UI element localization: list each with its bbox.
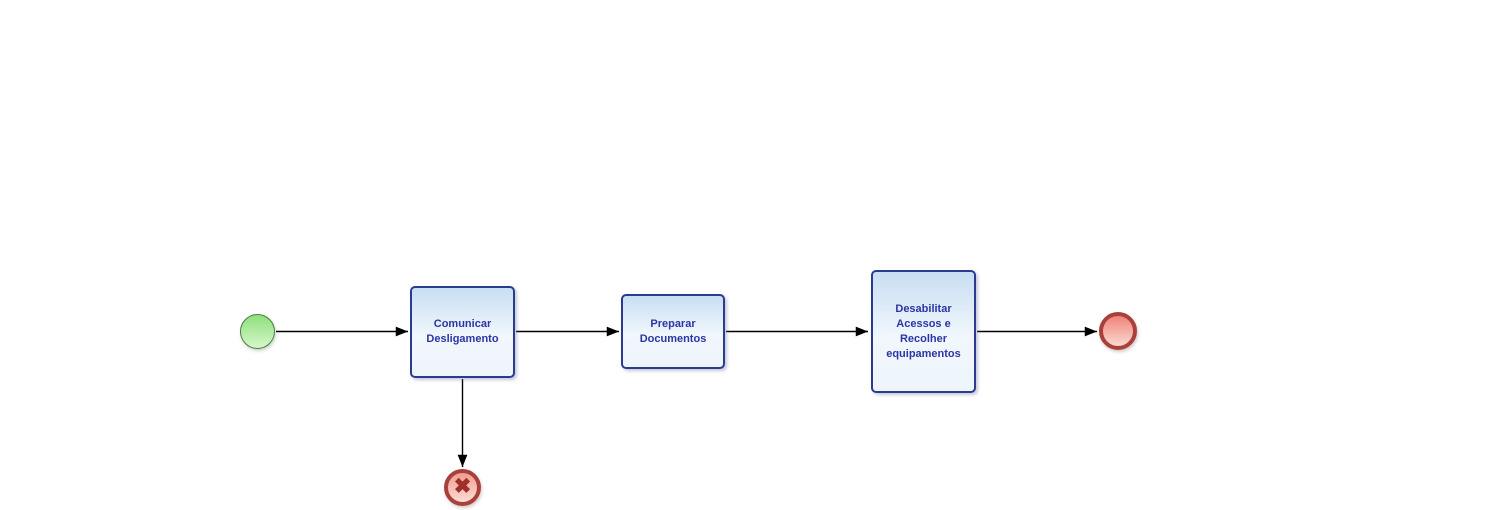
task-label: Comunicar Desligamento xyxy=(426,318,499,345)
end-event[interactable] xyxy=(1099,312,1137,350)
start-event[interactable] xyxy=(240,314,275,349)
task-preparar-documentos[interactable]: Preparar Documentos xyxy=(621,294,725,369)
task-label: Preparar Documentos xyxy=(639,317,707,345)
cancel-end-event[interactable]: ✖ xyxy=(444,469,481,506)
task-comunicar-desligamento[interactable]: Comunicar Desligamento xyxy=(410,286,515,378)
task-label: Desabilitar Acessos e Recolher equipamen… xyxy=(886,302,961,360)
task-desabilitar-acessos[interactable]: Desabilitar Acessos e Recolher equipamen… xyxy=(871,270,976,393)
x-cross-icon: ✖ xyxy=(453,475,472,498)
